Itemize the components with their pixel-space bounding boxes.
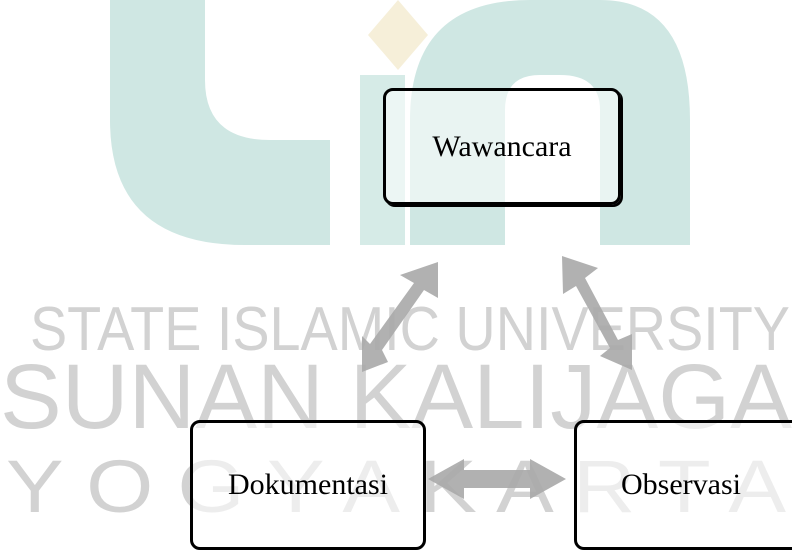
node-observasi-label: Observasi <box>621 468 741 501</box>
node-wawancara: Wawancara <box>383 88 621 205</box>
arrow-horizontal <box>428 459 566 499</box>
arrow-right-diagonal <box>562 256 632 370</box>
node-dokumentasi-label: Dokumentasi <box>228 468 388 501</box>
connector-arrows <box>362 256 632 499</box>
watermark-u-shape <box>110 0 330 245</box>
watermark-diamond <box>368 0 428 70</box>
node-observasi: Observasi <box>574 420 792 550</box>
node-dokumentasi: Dokumentasi <box>190 420 426 550</box>
arrow-left-diagonal <box>362 262 438 372</box>
node-wawancara-label: Wawancara <box>432 129 572 163</box>
